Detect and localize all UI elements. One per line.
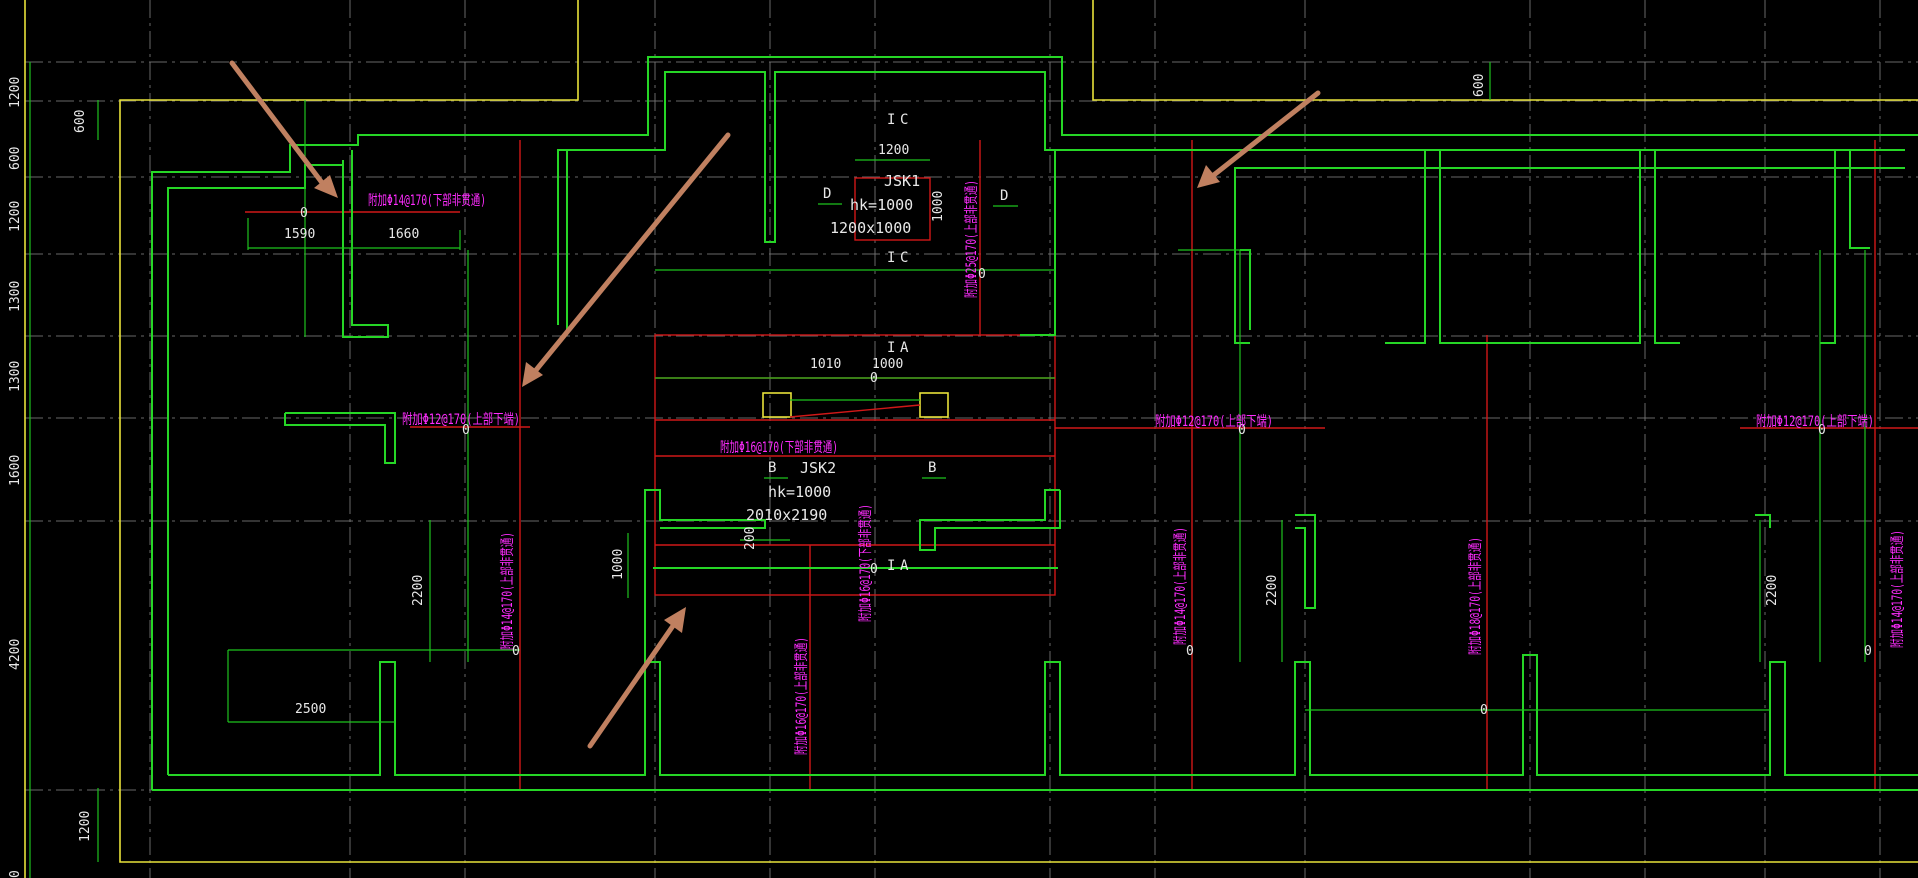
plan-dimensions: 1590 1660 2500 2200 2200 2200 0 0 0 0 0 … bbox=[284, 206, 1872, 718]
dimension-lines bbox=[29, 62, 1866, 878]
jsk1-height: 1000 bbox=[931, 191, 946, 222]
building-outline bbox=[24, 0, 1918, 878]
rebar-label-v4[interactable]: 附加Φ25@170(上部非贯通) bbox=[964, 180, 980, 298]
dim-2200-right: 2200 bbox=[1765, 575, 1780, 606]
grid-dimensions-left: 1200 600 1200 1300 1300 1600 4200 0 1200… bbox=[8, 74, 1487, 878]
callout-arrows bbox=[229, 60, 1321, 749]
section-a-top-tick: I bbox=[887, 340, 895, 356]
section-d-left: D bbox=[823, 186, 831, 202]
pit-jsk2[interactable]: I A I A B B 1010 1000 JSK2 hk=1000 2010x… bbox=[611, 340, 946, 580]
rebar-label-h4[interactable]: 附加Φ12@170(上部下端) bbox=[1756, 414, 1874, 430]
section-b-left: B bbox=[768, 460, 776, 476]
zero-2: 0 bbox=[462, 423, 470, 438]
jsk2-size: 2010x2190 bbox=[746, 506, 827, 524]
pit-outlines bbox=[245, 140, 1918, 790]
rebar-label-v6[interactable]: 附加Φ18@170(上部非贯通) bbox=[1468, 537, 1484, 655]
grid-dim-5: 1300 bbox=[8, 361, 23, 392]
jsk2-dim-a: 1010 bbox=[810, 357, 841, 372]
callout-arrow-3 bbox=[1197, 90, 1321, 188]
dim-2200-mid: 2200 bbox=[1265, 575, 1280, 606]
grid-dim-9: 1200 bbox=[78, 811, 93, 842]
zero-1: 0 bbox=[300, 206, 308, 221]
grid-dim-3: 1200 bbox=[8, 201, 23, 232]
zero-10: 0 bbox=[1818, 423, 1826, 438]
jsk2-hk: hk=1000 bbox=[768, 483, 831, 501]
grid-dim-2: 600 bbox=[8, 147, 23, 170]
jsk2-name: JSK2 bbox=[800, 459, 836, 477]
zero-9: 0 bbox=[1480, 703, 1488, 718]
dim-2500: 2500 bbox=[295, 702, 326, 717]
axis-grid bbox=[25, 0, 1918, 878]
zero-4: 0 bbox=[978, 267, 986, 282]
zero-11: 0 bbox=[1864, 644, 1872, 659]
zero-3: 0 bbox=[512, 644, 520, 659]
rebar-label-v3[interactable]: 附加Φ16@170(下部非贯通) bbox=[858, 504, 874, 622]
rebar-label-h3[interactable]: 附加Φ12@170(上部下端) bbox=[1155, 414, 1273, 430]
zero-6: 0 bbox=[870, 562, 878, 577]
section-c-top: C bbox=[900, 112, 908, 128]
jsk1-hk: hk=1000 bbox=[850, 196, 913, 214]
zero-7: 0 bbox=[1186, 644, 1194, 659]
jsk1-name: JSK1 bbox=[884, 172, 920, 190]
rebar-label-v1[interactable]: 附加Φ14@170(上部非贯通) bbox=[500, 532, 516, 650]
section-a-top: A bbox=[900, 340, 909, 356]
section-c-bottom: C bbox=[900, 250, 908, 266]
rebar-label-v7[interactable]: 附加Φ14@170(上部非贯通) bbox=[1890, 530, 1906, 648]
rebar-annotations: 附加Φ14@170(下部非贯通) 附加Φ12@170(上部下端) 附加Φ16@1… bbox=[368, 180, 1906, 755]
rebar-label-v2[interactable]: 附加Φ16@170(上部非贯通) bbox=[794, 637, 810, 755]
section-a-bottom: A bbox=[900, 558, 909, 574]
callout-arrow-4 bbox=[587, 607, 686, 749]
grid-dim-1: 1200 bbox=[8, 77, 23, 108]
section-d-right: D bbox=[1000, 188, 1008, 204]
grid-dim-6: 1600 bbox=[8, 455, 23, 486]
rebar-label-h2[interactable]: 附加Φ16@170(下部非贯通) bbox=[720, 440, 838, 456]
dim-1590: 1590 bbox=[284, 227, 315, 242]
dim-2200-left: 2200 bbox=[411, 575, 426, 606]
section-c-top-tick: I bbox=[887, 112, 895, 128]
grid-dim-7: 4200 bbox=[8, 639, 23, 670]
dim-1660: 1660 bbox=[388, 227, 419, 242]
jsk2-dim-b: 1000 bbox=[872, 357, 903, 372]
grid-dim-4: 1300 bbox=[8, 281, 23, 312]
pit-jsk1[interactable]: I C I C D D 1200 JSK1 hk=1000 1200x1000 … bbox=[818, 112, 1018, 266]
section-b-right: B bbox=[928, 460, 936, 476]
zero-8: 0 bbox=[1238, 423, 1246, 438]
jsk1-size: 1200x1000 bbox=[830, 219, 911, 237]
left-dim-top: 600 bbox=[73, 110, 88, 133]
walls bbox=[151, 56, 1918, 791]
top-right-dim: 600 bbox=[1472, 74, 1487, 97]
jsk2-dim-c: 200 bbox=[743, 527, 758, 550]
jsk2-dim-d: 1000 bbox=[611, 549, 626, 580]
jsk1-width: 1200 bbox=[878, 143, 909, 158]
rebar-label-top-left[interactable]: 附加Φ14@170(下部非贯通) bbox=[368, 193, 486, 209]
rebar-label-v5[interactable]: 附加Φ14@170(上部非贯通) bbox=[1173, 527, 1189, 645]
zero-5: 0 bbox=[870, 371, 878, 386]
rebar-label-h1[interactable]: 附加Φ12@170(上部下端) bbox=[402, 412, 520, 428]
section-c-bottom-tick: I bbox=[887, 250, 895, 266]
grid-dim-8: 0 bbox=[8, 870, 23, 878]
callout-arrow-1 bbox=[229, 60, 338, 198]
callout-arrow-2 bbox=[522, 132, 731, 387]
section-a-bottom-tick: I bbox=[887, 558, 895, 574]
